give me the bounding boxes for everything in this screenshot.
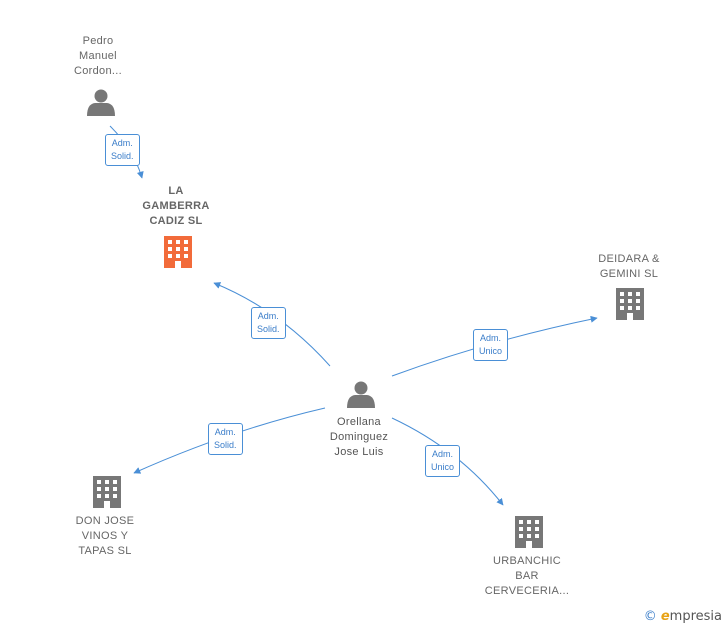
node-label-line: TAPAS SL [78,545,132,557]
edge-label-line: Unico [479,346,503,356]
edge-label-orellana-donjose: Adm. Solid. [208,423,243,455]
edge-label-line: Unico [431,462,455,472]
node-label-line: Manuel [79,50,117,62]
node-label-line: DEIDARA & [598,253,660,265]
node-label-line: Orellana [337,416,381,428]
building-icon[interactable] [164,236,192,268]
node-label-line: Cordon... [74,65,122,77]
node-label-pedro[interactable]: Pedro Manuel Cordon... [58,34,138,79]
edge-label-line: Solid. [111,151,134,161]
node-label-gamberra[interactable]: LA GAMBERRA CADIZ SL [126,184,226,229]
building-icon[interactable] [616,288,644,320]
node-label-line: CERVECERIA... [484,585,570,597]
brand-initial: e [660,609,670,624]
edge-label-line: Solid. [214,440,237,450]
node-label-donjose[interactable]: DON JOSE VINOS Y TAPAS SL [55,514,155,559]
edge-label-line: Adm. [432,449,454,459]
building-icon[interactable] [93,476,121,508]
edge-label-orellana-deidara: Adm. Unico [473,329,509,361]
node-label-line: LA [168,185,184,197]
node-label-line: Jose Luis [334,446,384,458]
node-label-urbanchic[interactable]: URBANCHIC BAR CERVECERIA... [476,554,578,599]
edge-label-orellana-urbanchic: Adm. Unico [425,445,461,477]
person-icon[interactable] [87,89,115,117]
node-label-line: CADIZ SL [149,215,203,227]
brand-logo: © empresia [644,609,722,624]
node-label-line: Pedro [82,35,114,47]
node-label-deidara[interactable]: DEIDARA & GEMINI SL [579,252,679,282]
brand-name: mpresia [669,609,722,624]
node-label-line: GAMBERRA [142,200,210,212]
building-icon[interactable] [515,516,543,548]
edge-label-pedro-gamberra: Adm. Solid. [105,134,140,166]
edge-label-line: Adm. [480,333,502,343]
node-label-line: URBANCHIC [492,555,562,567]
node-label-line: Dominguez [329,431,389,443]
copyright-symbol: © [643,609,657,624]
node-label-line: VINOS Y [81,530,129,542]
edge-label-line: Adm. [257,311,279,321]
edge-label-orellana-gamberra: Adm. Solid. [251,307,286,339]
node-label-line: GEMINI SL [599,268,659,280]
node-label-line: BAR [515,570,539,582]
edge-label-line: Adm. [111,138,133,148]
person-icon[interactable] [347,381,375,409]
edge-label-line: Adm. [214,427,236,437]
node-label-line: DON JOSE [75,515,135,527]
edge-label-line: Solid. [257,324,280,334]
node-label-orellana[interactable]: Orellana Dominguez Jose Luis [313,415,405,460]
